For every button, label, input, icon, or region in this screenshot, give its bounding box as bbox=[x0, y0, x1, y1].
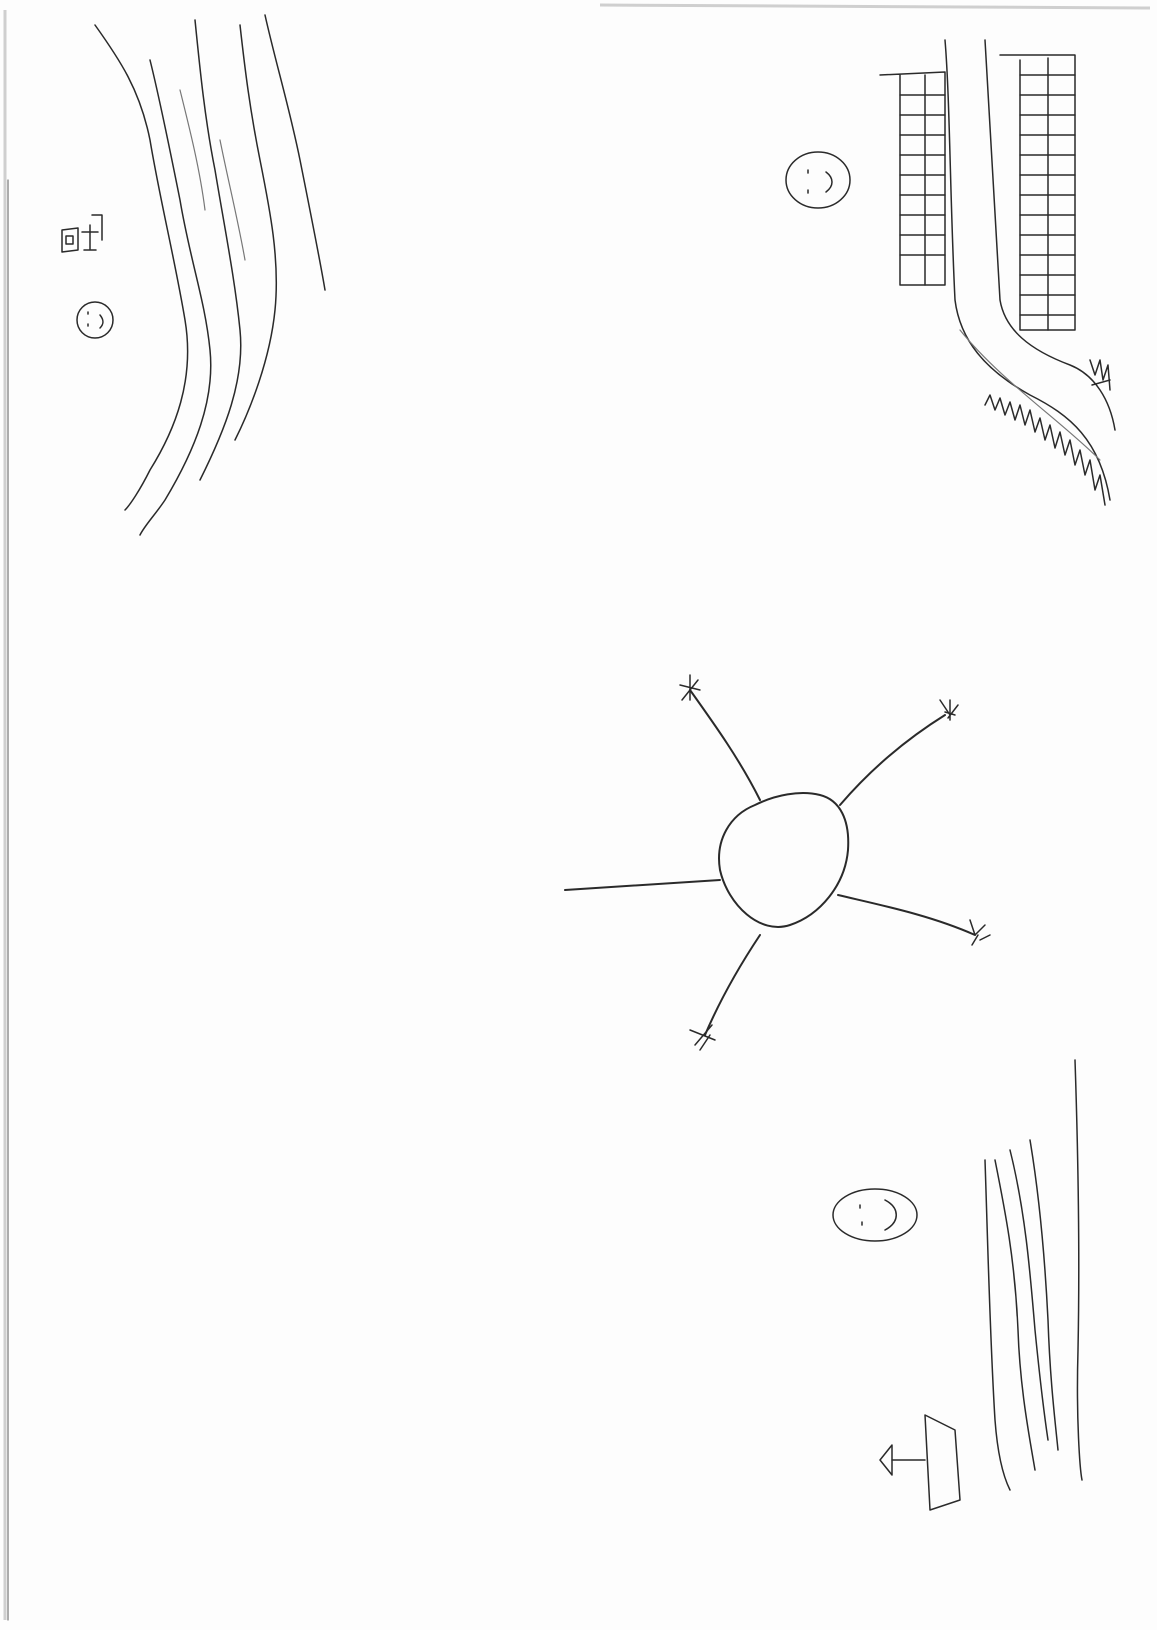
bushes bbox=[985, 360, 1110, 505]
boat-icon bbox=[880, 1415, 960, 1510]
river-lines bbox=[95, 15, 325, 535]
paper-edges bbox=[5, 5, 1150, 1620]
fence-rows bbox=[880, 55, 1075, 330]
panel-bottom-right bbox=[833, 1060, 1082, 1510]
road-lines bbox=[945, 40, 1115, 500]
panel-top-left bbox=[62, 15, 325, 535]
smiley-face-icon bbox=[77, 302, 113, 338]
smiley-face-icon bbox=[786, 152, 850, 208]
star-creature-icon bbox=[565, 675, 990, 1050]
water-lines bbox=[985, 1060, 1082, 1490]
panel-top-right bbox=[786, 40, 1115, 505]
smiley-face-icon bbox=[833, 1189, 917, 1241]
small-house-icon bbox=[62, 215, 102, 252]
